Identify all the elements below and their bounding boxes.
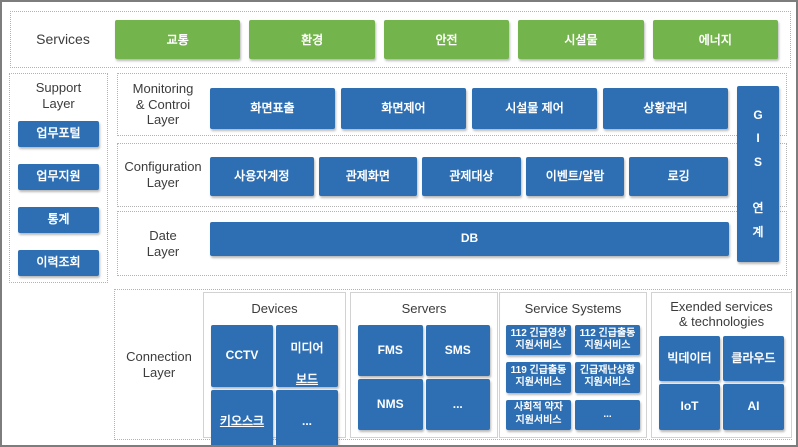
extended-services-group: Exended services & technologies 빅데이터 클라우… xyxy=(651,292,792,438)
gis-link-box: G I S 연 계 xyxy=(737,86,779,262)
configuration-box-event-alarm: 이벤트/알람 xyxy=(525,157,625,196)
support-box-work-portal: 업무포털 xyxy=(18,120,99,147)
service-system-box-119-dispatch: 119 긴급출동 지원서비스 xyxy=(506,362,571,393)
date-layer: Date Layer DB xyxy=(117,211,787,276)
service-box-traffic: 교통 xyxy=(115,20,241,59)
configuration-box-user-account: 사용자계정 xyxy=(210,157,314,196)
service-system-box-emergency-disaster: 긴급재난상황 지원서비스 xyxy=(575,362,640,393)
device-box-media-board: 미디어 보드 xyxy=(276,324,338,388)
service-box-energy: 에너지 xyxy=(652,20,779,59)
monitoring-control-layer-label: Monitoring & Controi Layer xyxy=(132,80,194,128)
server-box-sms: SMS xyxy=(425,324,490,376)
extended-services-group-title: Exended services & technologies xyxy=(670,299,773,329)
configuration-layer: Configuration Layer 사용자계정 관제화면 관제대상 이벤트/… xyxy=(117,143,787,207)
connection-layer: Connection Layer Devices CCTV 미디어 보드 키오스… xyxy=(114,289,792,445)
monitoring-box-facility-control: 시설물 제어 xyxy=(472,88,597,129)
device-box-cctv: CCTV xyxy=(211,324,273,388)
service-system-box-social-vulnerable: 사회적 약자 지원서비스 xyxy=(506,399,571,430)
service-box-safety: 안전 xyxy=(383,20,510,59)
services-layer-label: Services xyxy=(36,30,90,47)
services-layer: Services 교통 환경 안전 시설물 에너지 xyxy=(10,11,791,68)
server-box-nms: NMS xyxy=(358,378,423,430)
service-box-environment: 환경 xyxy=(249,20,375,59)
configuration-box-control-screen: 관제화면 xyxy=(318,157,418,196)
devices-group-title: Devices xyxy=(251,301,298,316)
extended-box-iot: IoT xyxy=(659,384,720,430)
service-system-box-112-dispatch: 112 긴급출동 지원서비스 xyxy=(575,324,640,356)
monitoring-box-screen-control: 화면제어 xyxy=(341,88,466,129)
device-box-media-board-line1: 미디어 xyxy=(290,340,324,355)
connection-layer-label: Connection Layer xyxy=(126,348,192,380)
server-box-fms: FMS xyxy=(358,324,423,376)
device-box-kiosk: 키오스크 xyxy=(211,390,273,445)
service-box-facilities: 시설물 xyxy=(518,20,644,59)
service-systems-group: Service Systems 112 긴급영상 지원서비스 112 긴급출동 … xyxy=(499,292,647,438)
service-systems-group-title: Service Systems xyxy=(524,301,622,316)
devices-group: Devices CCTV 미디어 보드 키오스크 ... xyxy=(203,292,346,445)
service-system-box-112-video: 112 긴급영상 지원서비스 xyxy=(506,324,571,356)
extended-box-cloud: 클라우드 xyxy=(723,335,784,382)
extended-box-ai: AI xyxy=(723,384,784,430)
support-layer-label: Support Layer xyxy=(35,80,82,111)
monitoring-box-screen-display: 화면표출 xyxy=(210,88,335,129)
monitoring-box-situation-management: 상황관리 xyxy=(603,88,728,129)
date-layer-label: Date Layer xyxy=(146,227,180,259)
support-box-history-lookup: 이력조회 xyxy=(18,249,99,276)
extended-box-bigdata: 빅데이터 xyxy=(659,335,720,382)
device-box-media-board-line2: 보드 xyxy=(295,371,319,386)
configuration-layer-label: Configuration Layer xyxy=(124,159,202,190)
support-box-statistics: 통계 xyxy=(18,206,99,233)
servers-group: Servers FMS SMS NMS ... xyxy=(350,292,498,438)
server-box-more: ... xyxy=(425,378,490,430)
servers-group-title: Servers xyxy=(401,301,447,316)
monitoring-control-layer: Monitoring & Controi Layer 화면표출 화면제어 시설물… xyxy=(117,73,787,136)
support-layer: Support Layer 업무포털 업무지원 통계 이력조회 xyxy=(9,73,108,283)
device-box-more: ... xyxy=(276,390,338,445)
support-box-work-support: 업무지원 xyxy=(18,163,99,190)
service-system-box-more: ... xyxy=(575,399,640,430)
date-box-db: DB xyxy=(210,222,729,256)
configuration-box-logging: 로깅 xyxy=(629,157,728,196)
configuration-box-control-target: 관제대상 xyxy=(422,157,521,196)
